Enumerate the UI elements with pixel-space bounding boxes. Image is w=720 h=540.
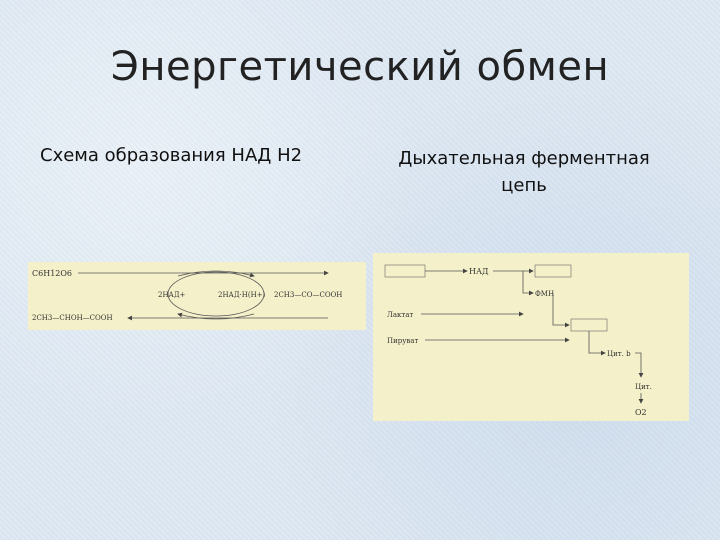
glucose-label: C6H12O6 <box>32 269 72 278</box>
chain-fmn-label: ФМН <box>535 290 554 298</box>
chain-pyruvate-label: Пируват <box>387 337 418 345</box>
right-caption-line-1: Дыхательная ферментная <box>398 148 650 169</box>
respiratory-chain-diagram: НАД ФМН Цит. b Цит. O2 Лактат Пируват <box>373 253 689 421</box>
cycle-arrow-bottom <box>177 312 255 320</box>
chain-box-top-right <box>534 264 572 278</box>
nadh-label: 2НАД·Н(Н+) <box>218 291 266 299</box>
left-caption: Схема образования НАД Н2 <box>40 145 303 166</box>
chain-box-middle <box>570 318 608 332</box>
chain-step-4 <box>635 352 644 378</box>
chain-step-3 <box>588 331 606 356</box>
chain-o2-label: O2 <box>635 408 647 417</box>
chain-nad-label: НАД <box>469 267 489 276</box>
nadh-formation-diagram: C6H12O6 2НАД+ 2НАД·Н(Н+) 2CH3—CO—COOH 2C… <box>28 262 366 330</box>
right-caption: Дыхательная ферментная цепь <box>374 145 674 199</box>
lactate-label: 2CH3—CHOH—COOH <box>32 314 113 322</box>
right-caption-line-2: цепь <box>501 175 547 196</box>
chain-box-substrate <box>384 264 426 278</box>
slide-title: Энергетический обмен <box>110 44 610 90</box>
chain-step-2 <box>552 293 570 328</box>
respiratory-chain-svg: НАД ФМН Цит. b Цит. O2 Лактат Пируват <box>384 264 652 417</box>
chain-cyt-b-label: Цит. b <box>607 350 631 358</box>
chain-lactate-label: Лактат <box>387 311 413 319</box>
chain-cyt-label: Цит. <box>635 383 652 391</box>
cycle-arrow-top <box>177 270 255 278</box>
pyruvate-label: 2CH3—CO—COOH <box>274 291 342 299</box>
nadh-diagram-svg: C6H12O6 2НАД+ 2НАД·Н(Н+) 2CH3—CO—COOH 2C… <box>32 269 342 322</box>
nad-cycle-ellipse <box>167 271 265 317</box>
chain-step-1 <box>522 271 534 296</box>
nad-label: 2НАД+ <box>158 291 186 299</box>
